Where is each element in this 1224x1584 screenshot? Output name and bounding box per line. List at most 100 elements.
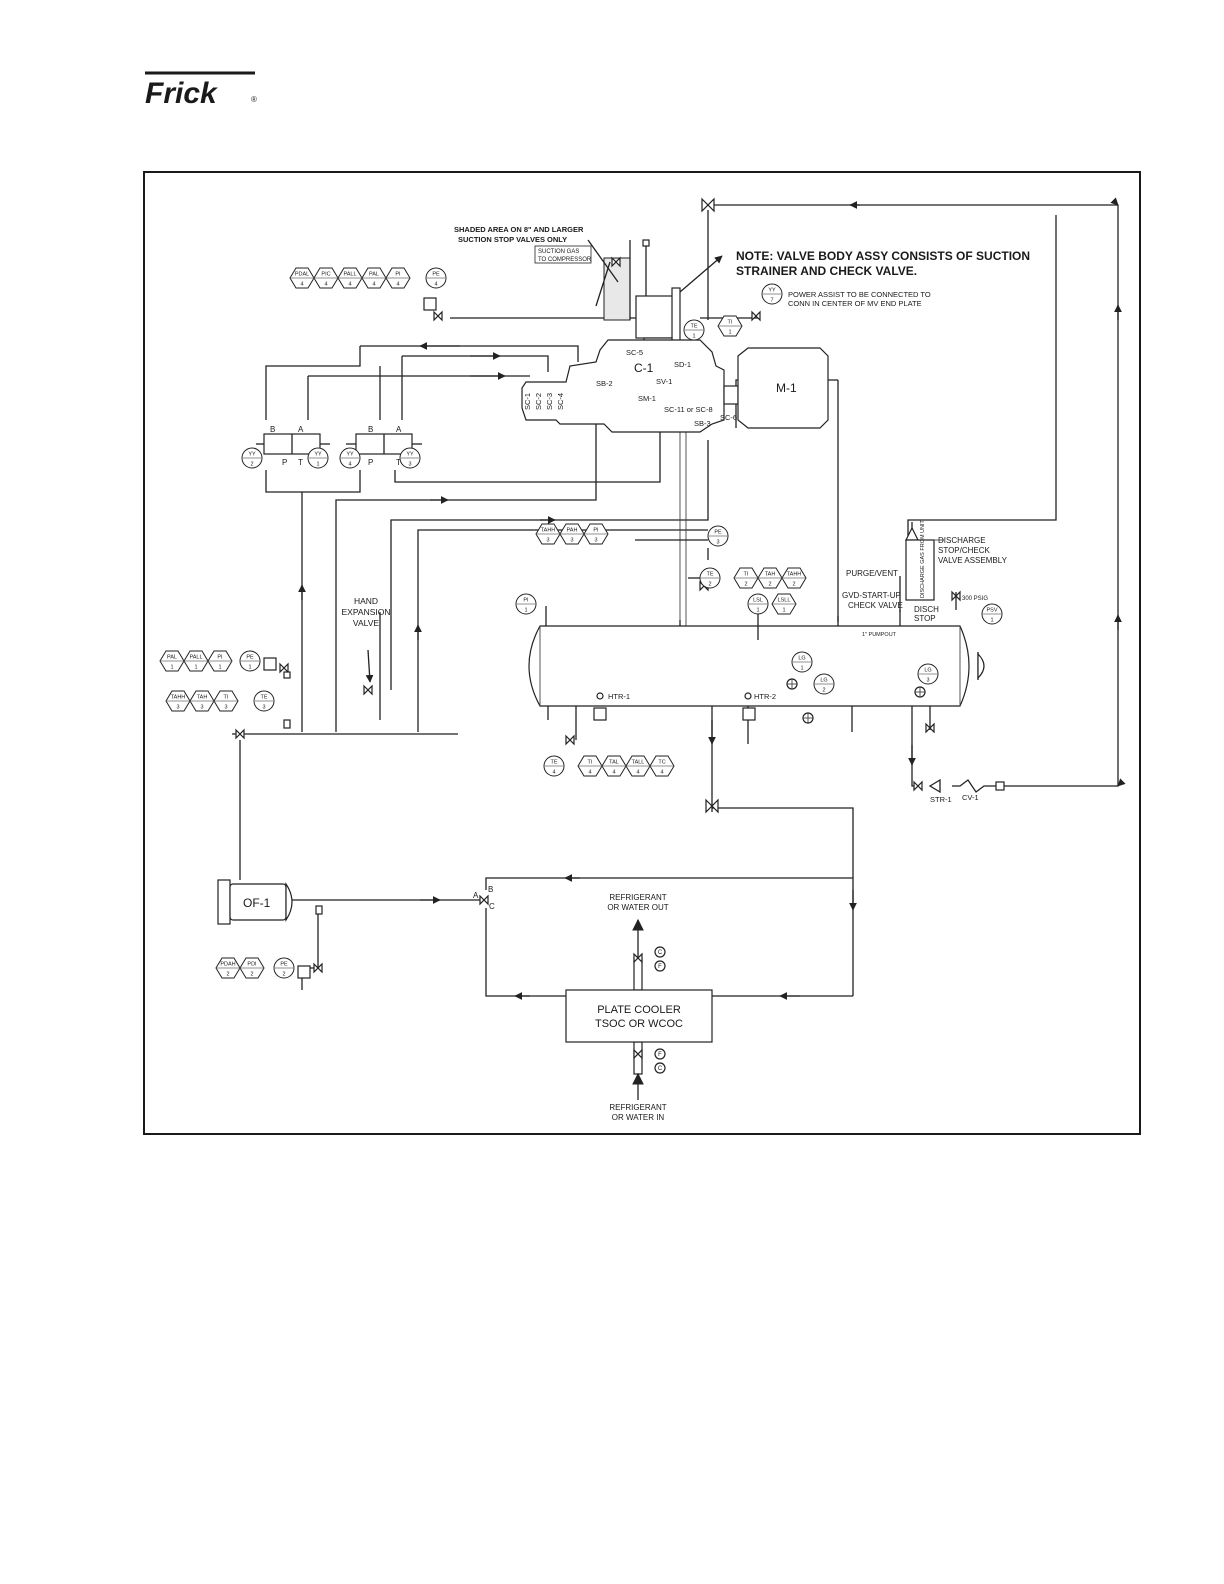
note-valve-body-line1: NOTE: VALVE BODY ASSY CONSISTS OF SUCTIO… [736,249,1030,263]
instrument-yy1-num: 1 [316,462,319,468]
instrument-yy1: YY1 [307,447,329,469]
instrument-te2-tag: TE [706,572,713,578]
fwv2-port-a: A [396,425,402,434]
instrument-yy2-tag: YY [248,452,256,458]
instrument-te3: TE3 [253,690,275,712]
hex-g4-2-tag: PALL [343,272,356,278]
label-motor: M-1 [776,381,797,395]
three-way-port-a: A [473,891,479,900]
fwv1-port-b: B [270,425,275,434]
fwv1-port-t: T [298,458,303,467]
fwv2-port-t: T [396,458,401,467]
note-valve-body-line2: STRAINER AND CHECK VALVE. [736,264,917,278]
four-way-valve-2 [346,433,422,455]
suction-label-box [534,245,592,264]
hex-glsl-0-tag: LSLL [778,598,791,604]
instrument-te1-tag: TE [690,324,697,330]
note-hand-line2: EXPANSION [342,607,391,617]
hex-gpd-0-num: 2 [226,972,229,978]
note-gvd-line2: CHECK VALVE [848,601,903,610]
instrument-te4-num: 4 [552,770,555,776]
note-power-line1: POWER ASSIST TO BE CONNECTED TO [788,290,931,299]
compressor-c1 [521,339,829,433]
three-way-port-b: B [488,885,493,894]
instrument-pe2-num: 2 [282,972,285,978]
oil-filter-of1 [217,879,293,925]
hex-g3-0-num: 3 [546,538,549,544]
hex-gtop-0-tag: TI [728,320,733,326]
discharge-valve-assembly [899,526,957,612]
hex-gl3-1-tag: TAH [197,695,208,701]
instrument-lg2-num: 2 [822,688,825,694]
hex-gpd-1-tag: PDI [247,962,257,968]
hex-g4b-0-num: 4 [588,770,591,776]
hex-g4b-1-num: 4 [612,770,615,776]
hex-g4b-1: TAL 4 [601,755,627,777]
instrument-pe4-num: 4 [434,282,437,288]
fwv2-port-p: P [368,458,373,467]
hex-g4b-2-num: 4 [636,770,639,776]
hex-instrument-layer: PDAL4PIC4PALL4PAL4PI4TAHH3PAH3PI3TI2TAH2… [159,267,807,979]
instrument-te4-tag: TE [550,760,557,766]
instrument-yy3: YY3 [399,447,421,469]
hex-gl1-1-tag: PALL [189,655,202,661]
instrument-yy4: YY 4 [339,447,361,469]
note-ref-in-line1: REFRIGERANT [609,1103,666,1112]
instrument-lg1-num: 1 [800,666,803,672]
hex-gl3-2: TI3 [213,690,239,712]
motor-m1 [737,347,829,429]
instrument-yy2: YY2 [241,447,263,469]
instrument-lg3-num: 3 [926,678,929,684]
point-sc5: SC-5 [626,348,643,357]
instrument-pe1-tag: PE [246,655,254,661]
fwv2-port-b: B [368,425,373,434]
note-discharge-line2: STOP/CHECK [938,546,991,555]
brand-reg: ® [251,95,257,104]
hex-g2-0-tag: TI [744,572,749,578]
mark-f-top: F [658,964,662,970]
hex-g2-2-num: 2 [792,582,795,588]
instrument-lg2: LG2 [813,673,835,695]
hex-glsl-0-num: 1 [782,608,785,614]
note-discharge-line1: DISCHARGE [938,536,986,545]
hex-g2-0-num: 2 [744,582,747,588]
instrument-pi1-tag: PI [523,598,529,604]
instrument-pe3: PE3 [707,525,729,547]
note-disch-line1: DISCH [914,605,939,614]
hex-g4-0-num: 4 [300,282,303,288]
instrument-te2: TE2 [699,567,721,589]
hex-g4b-3: TC4 [649,755,675,777]
instrument-yy7: YY7 [761,283,783,305]
hex-gl1-0-num: 1 [170,665,173,671]
instrument-pe4-tag: PE [432,272,440,278]
frick-logo-mark: Frick ® [145,71,257,110]
instrument-yy4-num: 4 [348,462,351,468]
instrument-pe3-num: 3 [716,540,719,546]
instrument-pi1-num: 1 [524,608,527,614]
note-ref-in-line2: OR WATER IN [612,1113,665,1122]
instrument-yy4-tag: YY [346,452,354,458]
hex-g4b-3-tag: TC [658,760,665,766]
point-sm1: SM-1 [638,394,656,403]
instrument-psv1-tag: PSV [986,608,997,614]
note-hand-line3: VALVE [353,618,379,628]
label-check-valve: CV-1 [962,793,979,802]
instrument-te1-num: 1 [692,334,695,340]
hex-g4-3-num: 4 [372,282,375,288]
instrument-lg3-tag: LG [924,668,931,674]
note-shaded-line2: SUCTION STOP VALVES ONLY [458,235,567,244]
instrument-te3-num: 3 [262,705,265,711]
point-sv1: SV-1 [656,377,672,386]
note-pumpout: 1" PUMPOUT [862,632,897,638]
point-sc6: SC-6 [720,413,737,422]
note-ref-out-line1: REFRIGERANT [609,893,666,902]
instrument-pe2-tag: PE [280,962,288,968]
hex-g4b-1-tag: TAL [609,760,619,766]
